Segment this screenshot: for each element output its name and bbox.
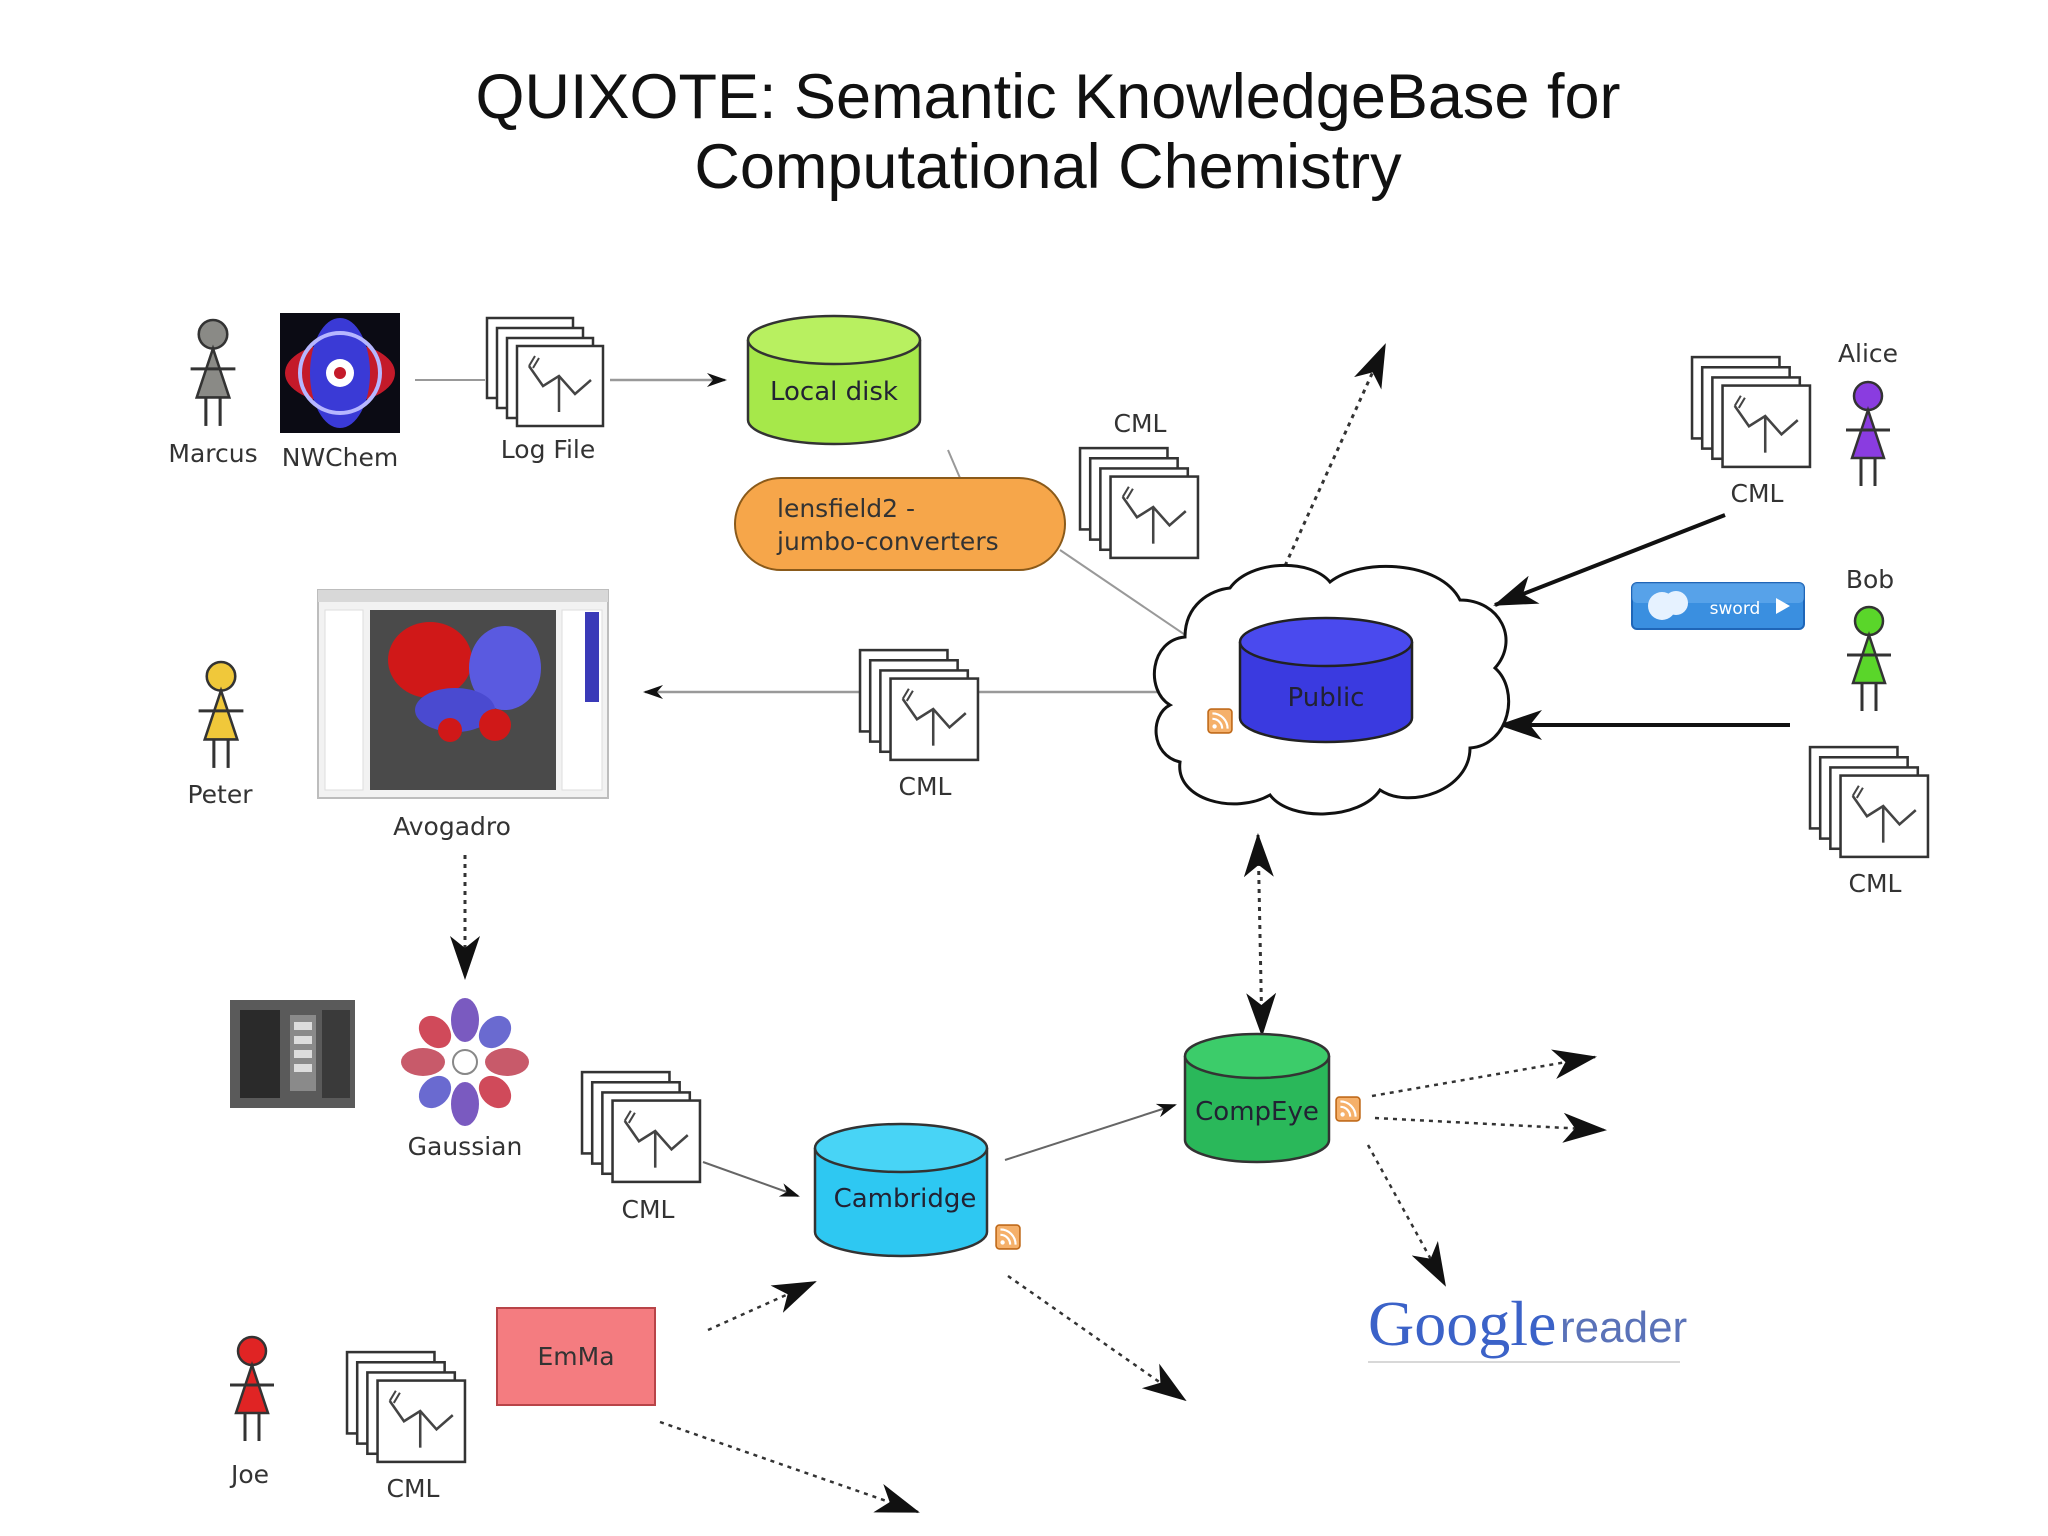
google-reader-logo: Google reader [1368, 1288, 1687, 1363]
avogadro-app: Avogadro [317, 589, 609, 841]
cambridge-to-compeye-arrow [1004, 1103, 1177, 1161]
compeye-label: CompEye [1195, 1097, 1319, 1127]
rss-feed-icon[interactable] [1207, 708, 1233, 734]
sword-arrow-icon [1776, 598, 1790, 614]
joe-label: Joe [229, 1460, 269, 1489]
document-stack-icon [485, 316, 605, 428]
avogadro-label: Avogadro [393, 812, 511, 841]
doc-cml-converter: CML [1078, 409, 1200, 560]
doc-cml-alice: CML [1690, 355, 1812, 508]
gaussian-orbital-logo [401, 998, 529, 1126]
local-disk-cylinder [746, 340, 922, 446]
cml-label: CML [1114, 409, 1167, 438]
converter-line-1: lensfield2 - [777, 494, 915, 523]
nwchem-app: NWChem [280, 313, 400, 472]
alice-to-public-arrow [1493, 513, 1726, 607]
document-stack-icon [1808, 745, 1930, 859]
document-stack-icon [580, 1070, 702, 1184]
store-compeye: CompEye [1183, 1032, 1331, 1164]
person-bob: Bob [1845, 565, 1894, 713]
person-joe-icon [228, 1335, 276, 1443]
cambridge-label: Cambridge [834, 1184, 977, 1214]
document-stack-icon [1690, 355, 1812, 469]
compeye-cylinder [1183, 1056, 1331, 1164]
store-local-disk: Local disk [746, 314, 922, 446]
public-label: Public [1288, 683, 1365, 713]
emma-outbound-dotted-arrow [659, 1420, 920, 1514]
store-public: Public [1238, 616, 1414, 744]
document-stack-icon [858, 648, 980, 762]
doc-cml-avogadro: CML [858, 648, 980, 801]
gaussian-app: Gaussian [230, 998, 529, 1161]
local-disk-label: Local disk [770, 377, 898, 407]
person-peter-icon [197, 660, 245, 770]
document-stack-icon [1078, 446, 1200, 560]
person-joe: Joe [228, 1335, 276, 1489]
title-line-2: Computational Chemistry [694, 132, 1402, 202]
compeye-outbound-dotted-arrow-2 [1374, 1112, 1607, 1143]
cambridge-cylinder [813, 1148, 989, 1258]
log-file-label: Log File [501, 435, 595, 464]
localdisk-to-converter-line [947, 449, 961, 479]
emma-to-cambridge-dotted-arrow [707, 1280, 817, 1332]
compeye-outbound-dotted-arrow-1 [1371, 1049, 1597, 1098]
person-peter: Peter [187, 660, 253, 809]
public-compeye-dotted-arrow [1243, 833, 1277, 1037]
compeye-to-google-reader-dotted-arrow [1366, 1144, 1447, 1287]
cml-label: CML [1849, 869, 1902, 898]
gaussian-label: Gaussian [408, 1132, 523, 1161]
person-alice: Alice [1838, 339, 1898, 488]
doc-cml-bob: CML [1808, 745, 1930, 898]
bob-label: Bob [1846, 565, 1894, 594]
cambridge-outbound-dotted-arrow [1007, 1274, 1187, 1402]
person-marcus-icon [189, 318, 237, 428]
person-alice-icon [1844, 380, 1892, 488]
document-stack-icon [345, 1350, 467, 1464]
rss-feed-icon[interactable] [995, 1224, 1021, 1250]
slide-title: QUIXOTE: Semantic KnowledgeBase for Comp… [0, 62, 2048, 202]
cml-label: CML [622, 1195, 675, 1224]
person-bob-icon [1845, 605, 1893, 713]
gaussian-cml-to-cambridge-arrow [702, 1161, 800, 1197]
converter-lensfield: lensfield2 - jumbo-converters [734, 477, 1066, 571]
doc-cml-joe: CML [345, 1350, 467, 1503]
sword-badge[interactable]: sword [1631, 582, 1805, 630]
converter-pill [734, 477, 1066, 571]
nwchem-label: NWChem [282, 443, 398, 472]
marcus-label: Marcus [168, 439, 257, 468]
cml-label: CML [1731, 479, 1784, 508]
converter-line-2: jumbo-converters [776, 527, 999, 556]
doc-cml-gaussian: CML [580, 1070, 702, 1224]
rss-feed-icon[interactable] [1335, 1096, 1361, 1122]
title-line-1: QUIXOTE: Semantic KnowledgeBase for [475, 62, 1621, 132]
doc-log-file: Log File [485, 316, 605, 464]
public-cylinder [1238, 642, 1414, 744]
reader-wordmark: reader [1560, 1303, 1687, 1352]
alice-label: Alice [1838, 339, 1898, 368]
peter-label: Peter [187, 780, 253, 809]
converter-to-public-arrow [1059, 549, 1202, 647]
store-cambridge: Cambridge [813, 1122, 989, 1258]
cml-label: CML [899, 772, 952, 801]
emma-box: EmMa [496, 1307, 656, 1406]
google-wordmark: Google [1368, 1288, 1556, 1359]
emma-label: EmMa [537, 1342, 614, 1371]
sword-label: sword [1710, 599, 1761, 619]
emma-rect [496, 1307, 656, 1406]
person-marcus: Marcus [168, 318, 258, 468]
cml-label: CML [387, 1474, 440, 1503]
